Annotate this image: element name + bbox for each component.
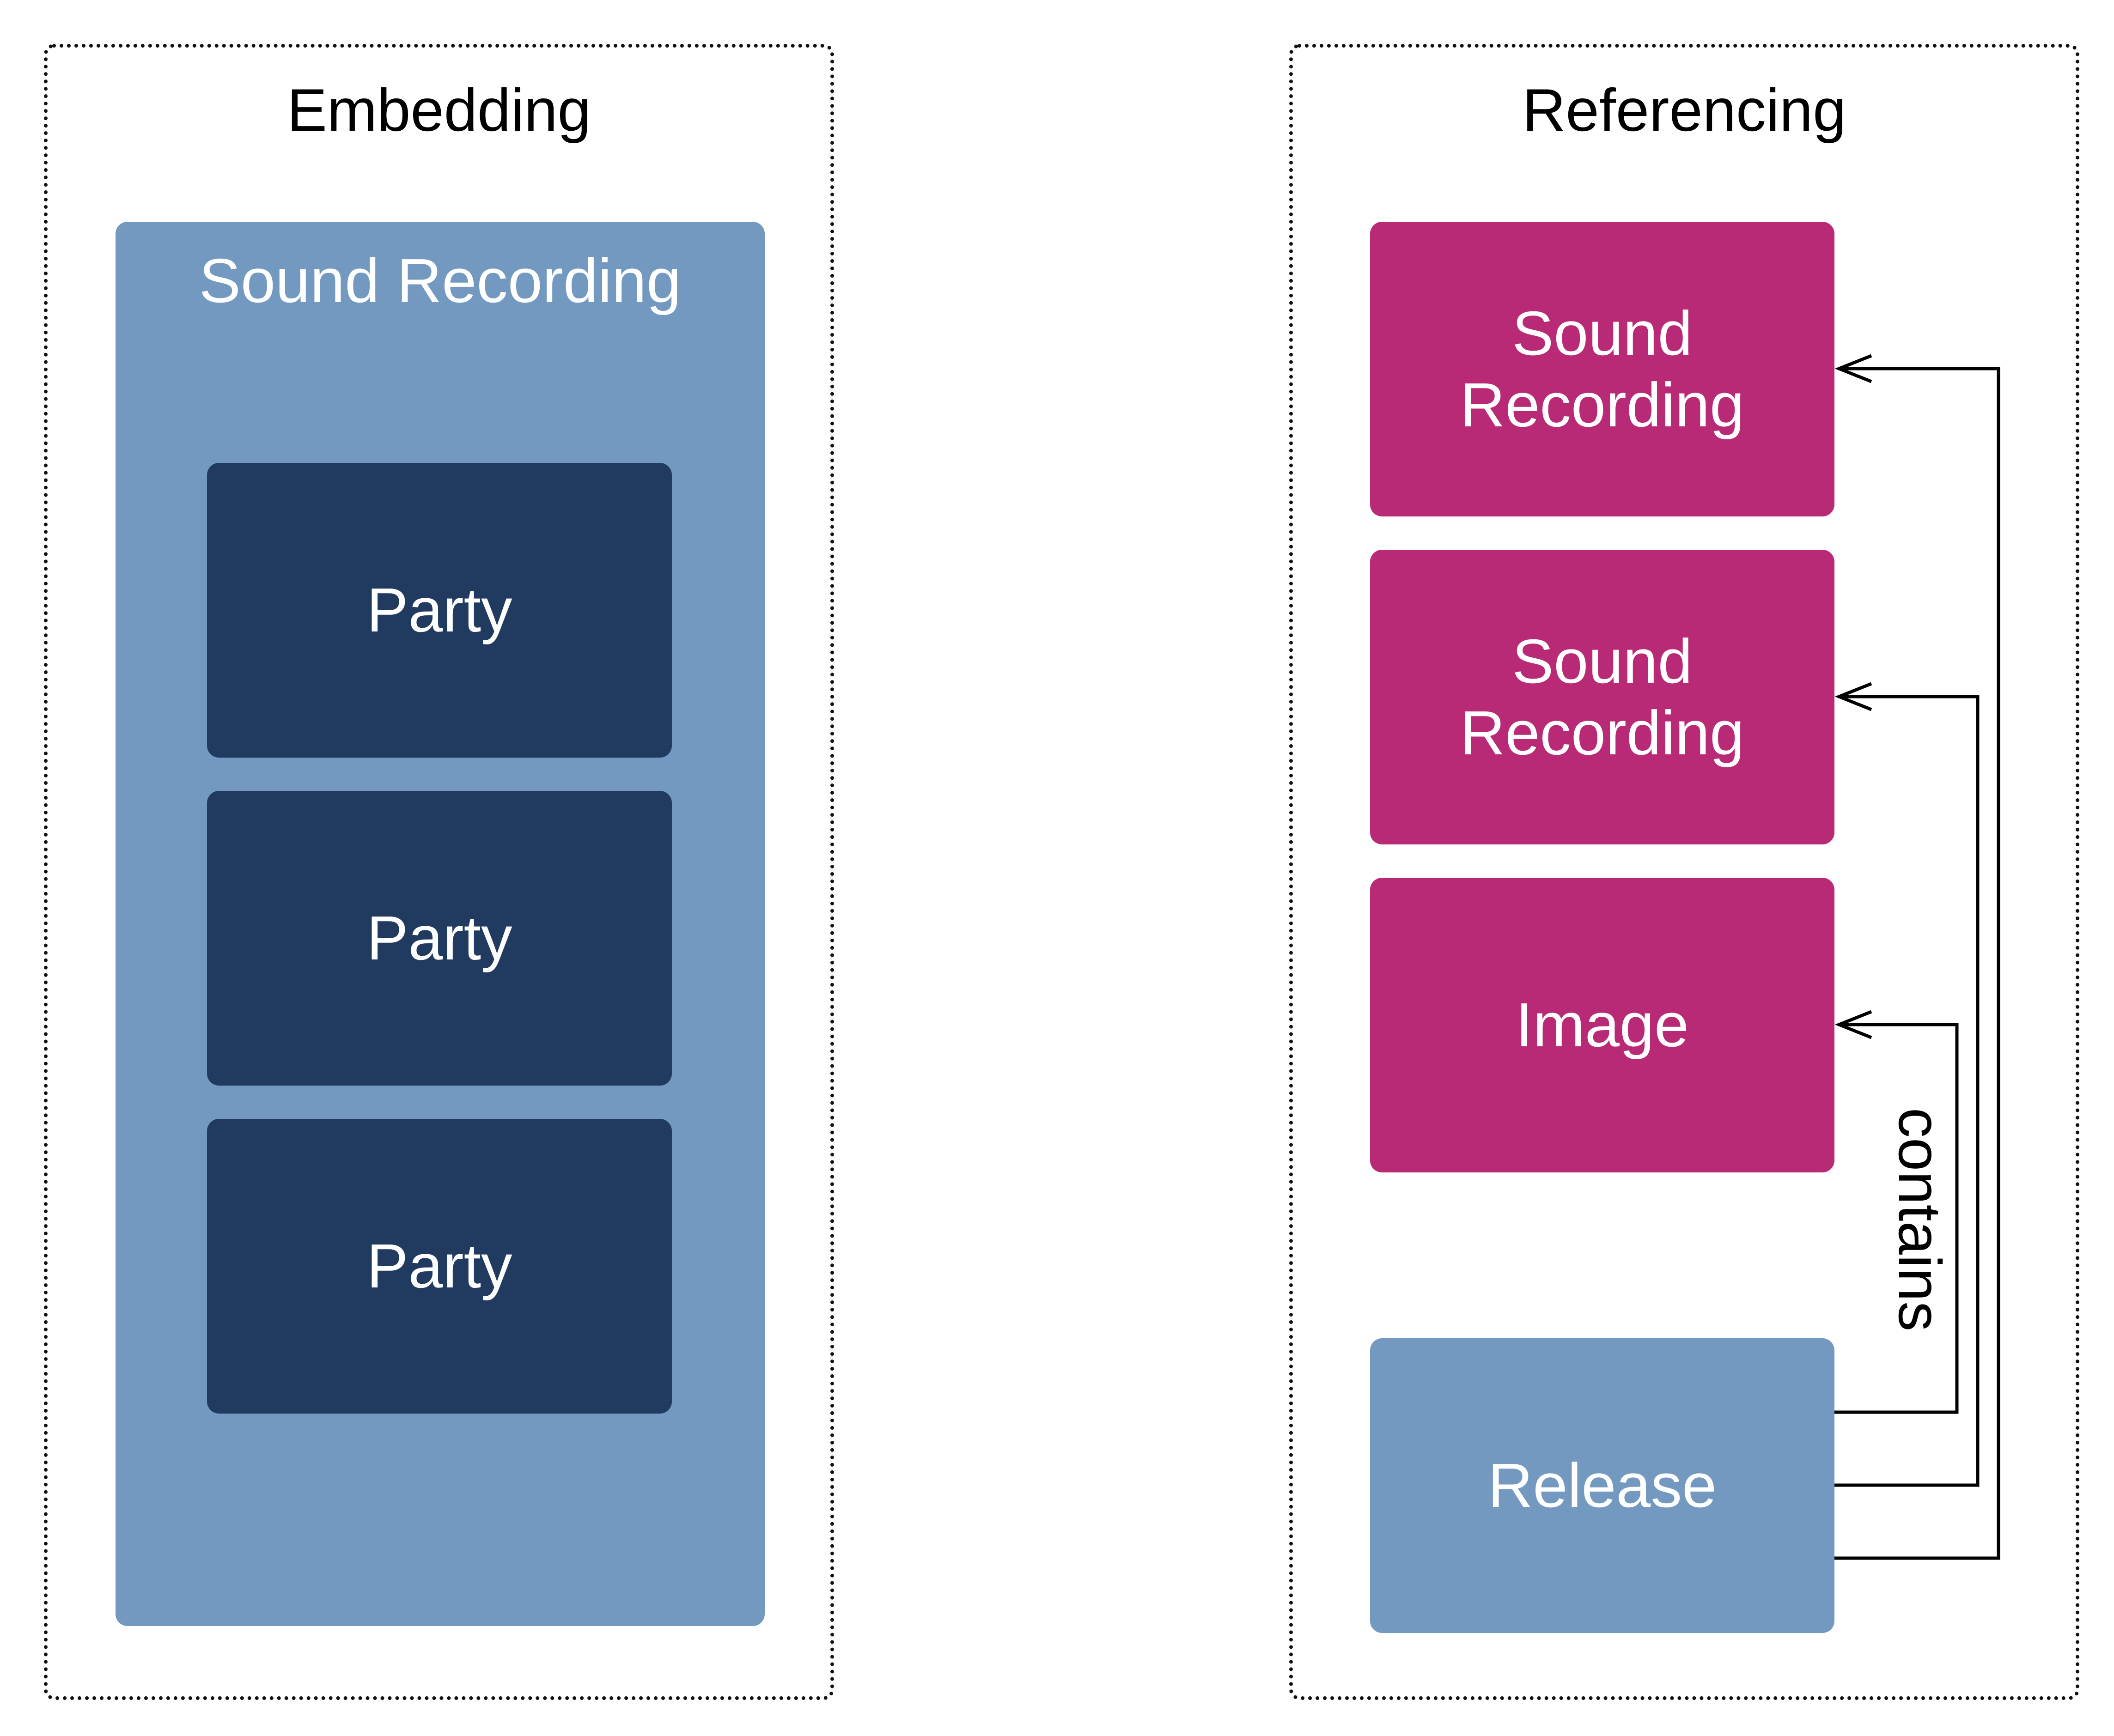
release-box: Release — [1370, 1338, 1834, 1633]
embedding-title: Embedding — [287, 76, 591, 144]
image-resource-label: Image — [1515, 990, 1689, 1060]
contains-label: contains — [1886, 1107, 1954, 1332]
release-label: Release — [1487, 1451, 1717, 1521]
party-box-2: Party — [207, 791, 672, 1086]
arrow-to-image-head — [1834, 1010, 1872, 1039]
party-box-1: Party — [207, 463, 672, 758]
party-label-3: Party — [366, 1231, 512, 1301]
arrow-to-sound-recording-2 — [1834, 695, 1980, 1487]
sound-recording-resource-2: Sound Recording — [1370, 550, 1834, 844]
sound-recording-resource-1: Sound Recording — [1370, 222, 1834, 516]
party-box-3: Party — [207, 1119, 672, 1414]
arrow-to-image — [1834, 1023, 1959, 1414]
arrow-to-sound-recording-1-head — [1834, 354, 1872, 383]
image-resource: Image — [1370, 878, 1834, 1172]
referencing-panel: Referencing — [1289, 44, 2079, 1700]
arrow-to-sound-recording-2-head — [1834, 682, 1872, 711]
party-label-1: Party — [366, 575, 512, 645]
sound-recording-resource-1-label: Sound Recording — [1460, 298, 1745, 440]
sound-recording-resource-2-label: Sound Recording — [1460, 626, 1745, 768]
embedding-panel: Embedding — [44, 44, 834, 1700]
sound-recording-container-label: Sound Recording — [199, 246, 682, 316]
referencing-title: Referencing — [1522, 76, 1846, 144]
arrow-to-sound-recording-1 — [1834, 367, 2000, 1560]
party-label-2: Party — [366, 903, 512, 973]
